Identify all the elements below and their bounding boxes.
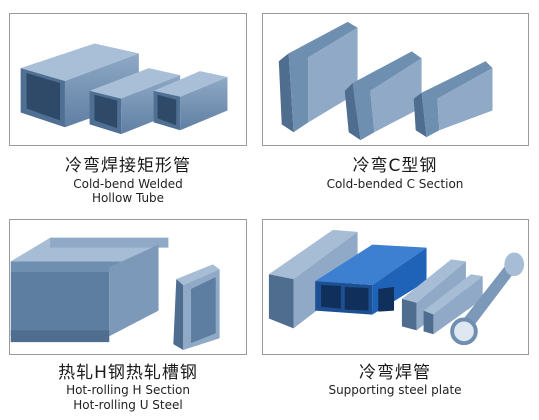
title-cn: 冷弯C型钢 — [352, 156, 438, 176]
welded-pipe-image — [268, 229, 525, 346]
title-cn: 冷弯焊接矩形管 — [65, 156, 191, 176]
product-card-welded-pipe[interactable] — [262, 219, 529, 355]
title-en-line1: Hot-rolling H Section — [66, 383, 190, 397]
product-card-c-section[interactable] — [262, 13, 529, 146]
title-en-line2: Hot-rolling U Steel — [73, 398, 183, 412]
product-card-rect-tube[interactable] — [9, 13, 247, 146]
h-section-image — [10, 237, 220, 351]
title-cn: 热轧H钢热轧槽钢 — [58, 363, 198, 383]
title-en-line1: Cold-bended C Section — [326, 177, 464, 191]
c-section-image — [278, 21, 493, 141]
product-card-h-section[interactable] — [9, 219, 247, 355]
title-en-line2: Hollow Tube — [91, 191, 165, 205]
rect-tube-image — [20, 43, 228, 135]
title-en-line1: Supporting steel plate — [328, 383, 462, 397]
title-en-line1: Cold-bend Welded — [73, 177, 183, 191]
title-cn: 冷弯焊管 — [359, 363, 431, 383]
